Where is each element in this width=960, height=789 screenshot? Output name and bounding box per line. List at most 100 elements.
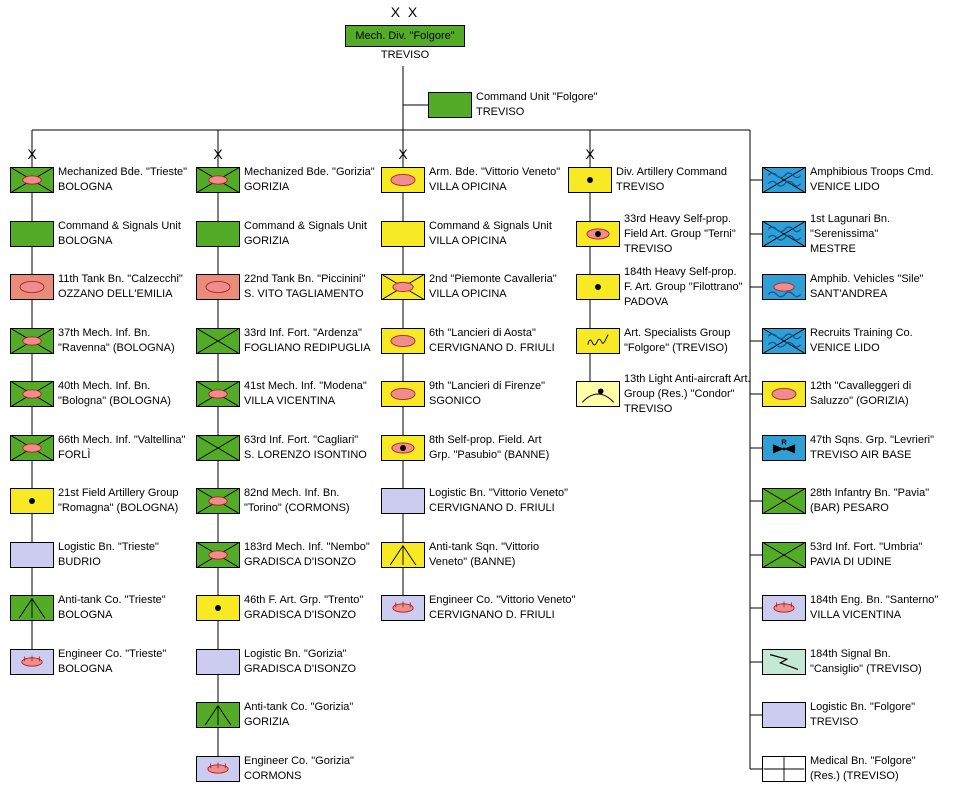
unit-name: Medical Bn. "Folgore" (810, 755, 916, 767)
infantry-icon (197, 329, 239, 353)
unit-location: CORMONS (244, 770, 302, 782)
unit-name: Command & Signals Unit (244, 220, 367, 232)
unit-box (762, 702, 806, 728)
unit-location: "Bologna" (BOLOGNA) (58, 395, 171, 407)
unit-box (762, 595, 806, 621)
engineer-icon (21, 655, 43, 667)
unit-name: 33rd Inf. Fort. "Ardenza" (244, 327, 362, 339)
unit-box (196, 542, 240, 568)
unit-location: SGONICO (429, 395, 481, 407)
unit-location: GRADISCA D'ISONZO (244, 663, 357, 675)
mech-infantry-icon (197, 168, 239, 192)
unit-label: 47th Sqns. Grp. "Levrieri"TREVISO AIR BA… (810, 433, 934, 463)
unit-box (196, 702, 240, 728)
unit-name: Engineer Co. "Trieste" (58, 648, 167, 660)
unit-name: Arm. Bde. "Vittorio Veneto" (429, 166, 561, 178)
unit-name: Amphibious Troops Cmd. (810, 166, 934, 178)
unit-location: S. LORENZO ISONTINO (244, 449, 367, 461)
armor-icon (19, 281, 45, 293)
unit-box (196, 221, 240, 247)
unit-name: 53rd Inf. Fort. "Umbria" (810, 541, 923, 553)
unit-name: Recruits Training Co. (810, 327, 913, 339)
division-location: TREVISO (380, 49, 430, 61)
unit-label: Logistic Bn. "Trieste"BUDRIO (58, 540, 159, 570)
unit-label: Art. Specialists Group"Folgore" (TREVISO… (624, 326, 730, 356)
unit-location: (Res.) (TREVISO) (810, 770, 899, 782)
unit-box (381, 274, 425, 300)
unit-name: Anti-tank Co. "Gorizia" (244, 701, 354, 713)
unit-label: 9th "Lancieri di Firenze"SGONICO (429, 379, 545, 409)
armor-icon (771, 388, 797, 400)
unit-name: Div. Artillery Command (616, 166, 728, 178)
unit-name: Logistic Bn. "Gorizia" (244, 648, 347, 660)
unit-location: CERVIGNANO D. FRIULI (429, 342, 555, 354)
unit-box (196, 381, 240, 407)
unit-location: VILLA OPICINA (429, 288, 507, 300)
unit-box (196, 435, 240, 461)
unit-location: "Folgore" (TREVISO) (624, 342, 728, 354)
unit-location: FOGLIANO REDIPUGLIA (244, 342, 371, 354)
unit-name: 40th Mech. Inf. Bn. (58, 380, 151, 392)
unit-location: CERVIGNANO D. FRIULI (429, 502, 555, 514)
division-box: Mech. Div. "Folgore" (345, 25, 465, 47)
unit-location: "Torino" (CORMONS) (244, 502, 350, 514)
unit-location: TREVISO (616, 181, 665, 193)
unit-name: 11th Tank Bn. "Calzecchi" (58, 273, 183, 285)
medical-icon (763, 757, 805, 781)
unit-box (381, 167, 425, 193)
unit-location: VENICE LIDO (810, 342, 880, 354)
unit-location: CERVIGNANO D. FRIULI (429, 609, 555, 621)
mech-infantry-icon (11, 168, 53, 192)
unit-box (381, 221, 425, 247)
anti-tank-icon (18, 597, 46, 619)
unit-name: Mechanized Bde. "Gorizia" (244, 166, 375, 178)
command-unit-label: Command Unit "Folgore" TREVISO (476, 90, 598, 120)
unit-location: BOLOGNA (58, 609, 113, 621)
unit-location: TREVISO (810, 716, 859, 728)
engineer-icon (773, 601, 795, 613)
unit-label: Engineer Co. "Gorizia"CORMONS (244, 754, 354, 784)
artillery-icon (595, 284, 601, 290)
unit-label: 184th Signal Bn."Cansiglio" (TREVISO) (810, 647, 922, 677)
unit-location: BOLOGNA (58, 181, 113, 193)
unit-label: 1st Lagunari Bn."Serenissima"MESTRE (810, 212, 890, 257)
unit-box (196, 649, 240, 675)
aviation-icon: R (772, 437, 796, 454)
unit-location: VILLA OPICINA (429, 235, 507, 247)
unit-label: 53rd Inf. Fort. "Umbria" PAVIA DI UDINE (810, 540, 922, 570)
unit-location: BOLOGNA (58, 235, 113, 247)
unit-box (10, 381, 54, 407)
unit-box (196, 274, 240, 300)
unit-location: VILLA VICENTINA (810, 609, 902, 621)
unit-location: PAVIA DI UDINE (810, 556, 892, 568)
artillery-icon (29, 498, 35, 504)
armor-icon (390, 388, 416, 400)
unit-label: 183rd Mech. Inf. "Nembo"GRADISCA D'ISONZ… (244, 540, 370, 570)
unit-name: 41st Mech. Inf. "Modena" (244, 380, 367, 392)
unit-label: Logistic Bn. "Gorizia" GRADISCA D'ISONZO (244, 647, 356, 677)
unit-name: Amphib. Vehicles "Sile" (810, 273, 924, 285)
mech-cavalry-icon (382, 275, 424, 299)
unit-label: Amphib. Vehicles "Sile"SANT'ANDREA (810, 272, 924, 302)
unit-label: 13th Light Anti-aircraft Art.Group (Res.… (624, 372, 751, 417)
unit-location: "Ravenna" (BOLOGNA) (58, 342, 175, 354)
unit-label: Mechanized Bde. "Trieste"BOLOGNA (58, 165, 187, 195)
unit-name: 184th Eng. Bn. "Santerno" (810, 594, 939, 606)
unit-location: Veneto" (BANNE) (429, 556, 516, 568)
unit-box (10, 488, 54, 514)
command-unit-box (428, 92, 472, 118)
unit-label: 184th Heavy Self-prop.F. Art. Group "Fil… (624, 265, 742, 310)
unit-label: 41st Mech. Inf. "Modena"VILLA VICENTINA (244, 379, 367, 409)
unit-box (196, 488, 240, 514)
unit-name: Group (Res.) "Condor" (624, 388, 735, 400)
division-echelon: X X (390, 4, 420, 20)
unit-label: Anti-tank Co. "Gorizia"GORIZIA (244, 700, 353, 730)
unit-label: Logistic Bn. "Vittorio Veneto"CERVIGNANO… (429, 486, 568, 516)
unit-location: BUDRIO (58, 556, 101, 568)
unit-name: 33rd Heavy Self-prop. (624, 213, 731, 225)
sp-artillery-icon (391, 442, 415, 454)
unit-location: VENICE LIDO (810, 181, 880, 193)
